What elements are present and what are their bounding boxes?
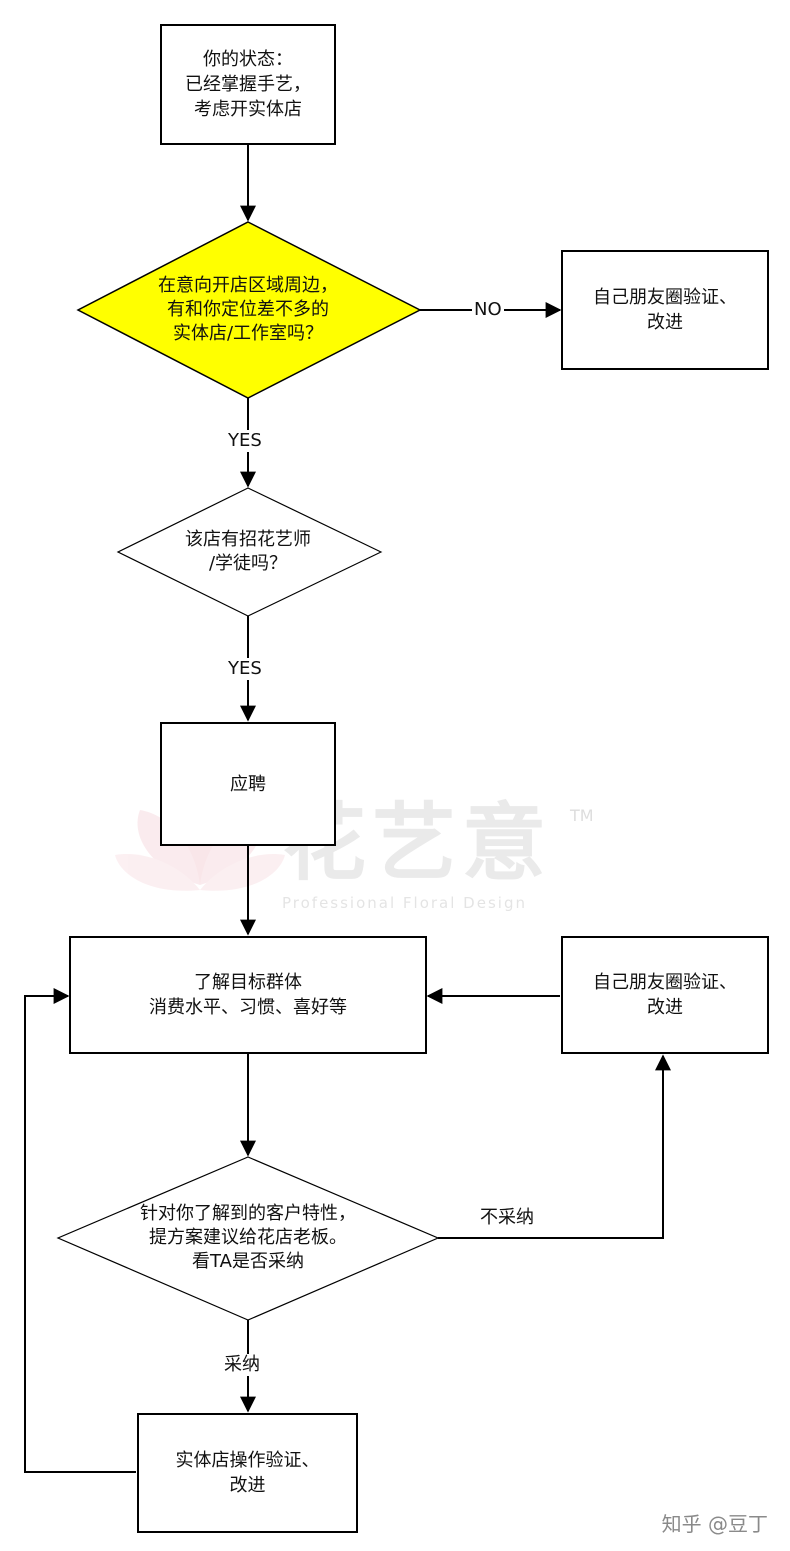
edge-label-adopted: 采纳 [222,1354,262,1376]
edge-proposal-not-adopted [438,1054,671,1239]
watermark-tm: TM [570,806,594,825]
decision-similar-store: 在意向开店区域周边， 有和你定位差不多的 实体店/工作室吗？ [110,260,386,360]
apply-box: 应聘 [160,722,336,846]
friends-validate-bottom-box: 自己朋友圈验证、 改进 [561,936,769,1054]
start-box: 你的状态： 已经掌握手艺， 考虑开实体店 [160,24,336,145]
edge-label-yes-2: YES [226,658,264,680]
edge-store-feedback-loop [24,988,136,1473]
start-text: 你的状态： 已经掌握手艺， 考虑开实体店 [185,49,311,120]
watermark-tagline: Professional Floral Design [282,894,527,912]
decision-proposal: 针对你了解到的客户特性， 提方案建议给花店老板。 看TA是否采纳 [90,1196,406,1280]
understand-audience-box: 了解目标群体 消费水平、习惯、喜好等 [69,936,427,1054]
apply-text: 应聘 [230,773,266,795]
understand-audience-text: 了解目标群体 消费水平、习惯、喜好等 [149,972,347,1018]
store-validate-box: 实体店操作验证、 改进 [137,1413,358,1533]
friends-validate-top-box: 自己朋友圈验证、 改进 [561,250,769,370]
decision-similar-store-text: 在意向开店区域周边， 有和你定位差不多的 实体店/工作室吗？ [158,275,338,344]
store-validate-text: 实体店操作验证、 改进 [175,1450,320,1496]
edge-label-yes-1: YES [226,430,264,452]
edge-label-no: NO [472,299,504,321]
friends-validate-top-text: 自己朋友圈验证、 改进 [593,287,737,333]
edge-label-not-adopted: 不采纳 [478,1207,536,1229]
decision-proposal-text: 针对你了解到的客户特性， 提方案建议给花店老板。 看TA是否采纳 [140,1203,356,1272]
decision-hiring: 该店有招花艺师 /学徒吗？ [150,522,346,582]
footer-credit: 知乎 @豆丁 [661,1512,768,1536]
decision-hiring-text: 该店有招花艺师 /学徒吗？ [185,529,311,574]
friends-validate-bottom-text: 自己朋友圈验证、 改进 [593,972,737,1018]
